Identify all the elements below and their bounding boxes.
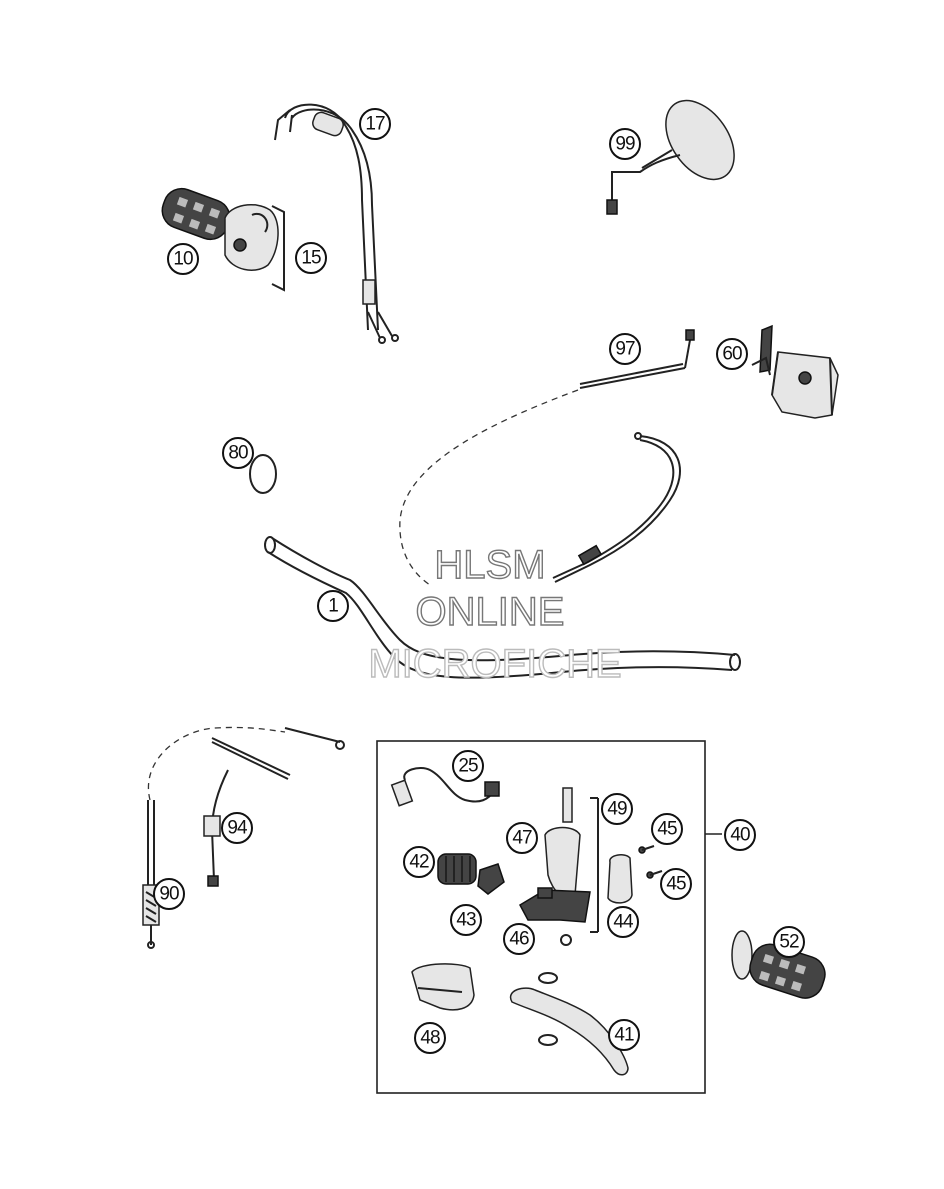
callout-45a-label: 45 xyxy=(657,819,677,840)
handlebar xyxy=(264,536,741,679)
callout-17-label: 17 xyxy=(365,114,385,135)
callout-40-label: 40 xyxy=(730,825,750,846)
callout-49: 49 xyxy=(601,793,633,825)
callout-60-label: 60 xyxy=(722,344,742,365)
callout-45b: 45 xyxy=(660,868,692,900)
callout-47: 47 xyxy=(506,822,538,854)
callout-43-label: 43 xyxy=(456,910,476,931)
callout-10: 10 xyxy=(167,243,199,275)
hot-start-cable xyxy=(142,800,160,949)
callout-44: 44 xyxy=(607,906,639,938)
callout-47-label: 47 xyxy=(512,828,532,849)
watermark-line-1: HLSM xyxy=(434,543,545,587)
callout-15-label: 15 xyxy=(301,248,321,269)
clutch-cable xyxy=(552,432,681,583)
callout-1-label: 1 xyxy=(328,596,338,617)
callout-40: 40 xyxy=(724,819,756,851)
callout-48-label: 48 xyxy=(420,1028,440,1049)
callout-15: 15 xyxy=(295,242,327,274)
choke-cable xyxy=(579,329,695,389)
cable-routing-line xyxy=(399,389,579,586)
callout-97: 97 xyxy=(609,333,641,365)
throttle-grip-assembly xyxy=(161,187,285,292)
callout-45a: 45 xyxy=(651,813,683,845)
throttle-cable-assembly xyxy=(274,103,399,344)
callout-90: 90 xyxy=(153,878,185,910)
callout-10-label: 10 xyxy=(173,249,193,270)
callout-25: 25 xyxy=(452,750,484,782)
cable-tie-ring xyxy=(249,454,277,494)
lever-cover xyxy=(411,963,475,1011)
callout-48: 48 xyxy=(414,1022,446,1054)
assembly-box-40 xyxy=(376,740,706,1094)
callout-99: 99 xyxy=(609,128,641,160)
callout-94: 94 xyxy=(221,812,253,844)
callout-25-label: 25 xyxy=(458,756,478,777)
callout-42: 42 xyxy=(403,846,435,878)
callout-41-label: 41 xyxy=(614,1025,634,1046)
callout-1: 1 xyxy=(317,590,349,622)
callout-49-label: 49 xyxy=(607,799,627,820)
callout-42-label: 42 xyxy=(409,852,429,873)
clutch-switch-wire xyxy=(390,767,500,807)
clutch-lever-housing xyxy=(519,787,663,946)
callout-52-label: 52 xyxy=(779,932,799,953)
callout-94-label: 94 xyxy=(227,818,248,839)
callout-45b-label: 45 xyxy=(666,874,686,895)
callout-46: 46 xyxy=(503,923,535,955)
callout-90-label: 90 xyxy=(159,884,179,905)
callout-97-label: 97 xyxy=(615,339,635,360)
callout-43: 43 xyxy=(450,904,482,936)
clutch-lever xyxy=(509,972,629,1076)
callout-46-label: 46 xyxy=(509,929,529,950)
callout-80: 80 xyxy=(222,437,254,469)
callout-52: 52 xyxy=(773,926,805,958)
mirror xyxy=(606,99,735,215)
callout-41: 41 xyxy=(608,1019,640,1051)
callout-99-label: 99 xyxy=(615,134,635,155)
left-grip xyxy=(731,930,826,999)
callout-17: 17 xyxy=(359,108,391,140)
watermark-line-3: MICROFICHE xyxy=(368,642,621,686)
callout-44-label: 44 xyxy=(613,912,634,933)
watermark-line-2: ONLINE xyxy=(416,590,565,634)
callout-80-label: 80 xyxy=(228,443,248,464)
cable-94 xyxy=(203,727,345,887)
cable-adjuster xyxy=(437,853,505,895)
callout-60: 60 xyxy=(716,338,748,370)
handlebar-switch xyxy=(751,324,839,419)
